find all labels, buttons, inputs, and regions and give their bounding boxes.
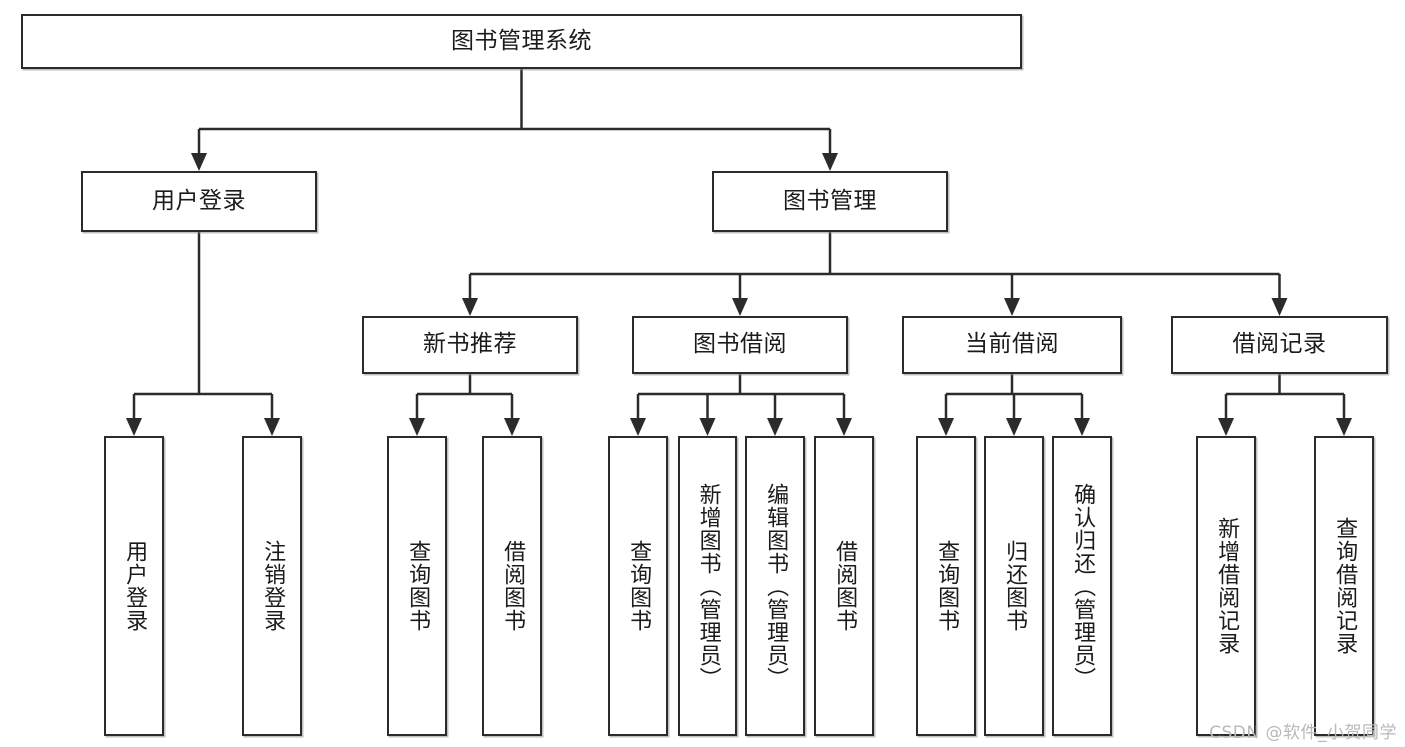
- node-label-l_edit: 编辑图书（管理员）: [763, 482, 789, 690]
- node-box-l_conf[interactable]: 确认归还（管理员）: [1052, 436, 1112, 736]
- node-box-login[interactable]: 用户登录: [81, 171, 317, 232]
- node-box-l_logout[interactable]: 注销登录: [242, 436, 302, 736]
- node-label-wrap-l_qrec: 查询借阅记录: [1316, 438, 1372, 734]
- arrowhead-current-2: [1074, 418, 1090, 436]
- node-box-l_q1[interactable]: 查询图书: [387, 436, 447, 736]
- arrowhead-borrow-3: [836, 418, 852, 436]
- arrowhead-bookmgmt-2: [1004, 298, 1020, 316]
- node-label-l_add: 新增图书（管理员）: [695, 482, 721, 690]
- node-box-l_q2[interactable]: 查询图书: [608, 436, 668, 736]
- node-label-newbook: 新书推荐: [423, 331, 517, 358]
- node-label-wrap-l_b1: 借阅图书: [484, 438, 540, 734]
- arrowhead-bookmgmt-1: [732, 298, 748, 316]
- arrowhead-newbook-0: [409, 418, 425, 436]
- node-label-wrap-l_q3: 查询图书: [918, 438, 974, 734]
- node-label-l_q3: 查询图书: [934, 540, 960, 632]
- node-label-wrap-l_ret: 归还图书: [986, 438, 1042, 734]
- node-label-l_login: 用户登录: [122, 540, 148, 632]
- node-box-l_addrec[interactable]: 新增借阅记录: [1196, 436, 1256, 736]
- node-box-l_qrec[interactable]: 查询借阅记录: [1314, 436, 1374, 736]
- node-box-l_add[interactable]: 新增图书（管理员）: [678, 436, 737, 736]
- node-label-wrap-l_q2: 查询图书: [610, 438, 666, 734]
- node-label-l_q2: 查询图书: [626, 540, 652, 632]
- node-box-record[interactable]: 借阅记录: [1171, 316, 1388, 374]
- node-box-newbook[interactable]: 新书推荐: [362, 316, 578, 374]
- arrowhead-current-0: [938, 418, 954, 436]
- node-box-l_b2[interactable]: 借阅图书: [814, 436, 874, 736]
- node-label-root: 图书管理系统: [451, 27, 592, 54]
- node-label-wrap-l_add: 新增图书（管理员）: [680, 438, 735, 734]
- node-box-current[interactable]: 当前借阅: [902, 316, 1122, 374]
- node-box-l_q3[interactable]: 查询图书: [916, 436, 976, 736]
- arrowhead-newbook-1: [504, 418, 520, 436]
- node-label-record: 借阅记录: [1232, 331, 1327, 358]
- arrowhead-borrow-2: [767, 418, 783, 436]
- arrowhead-borrow-1: [699, 418, 716, 436]
- arrowhead-record-0: [1218, 418, 1234, 436]
- node-label-l_logout: 注销登录: [260, 540, 286, 632]
- node-box-l_b1[interactable]: 借阅图书: [482, 436, 542, 736]
- node-label-wrap-l_addrec: 新增借阅记录: [1198, 438, 1254, 734]
- arrowhead-bookmgmt-3: [1271, 298, 1288, 316]
- csdn-watermark: CSDN @软件_小贺同学: [1209, 723, 1397, 743]
- node-label-borrow: 图书借阅: [693, 331, 787, 358]
- arrowhead-bookmgmt-0: [462, 298, 478, 316]
- node-box-l_ret[interactable]: 归还图书: [984, 436, 1044, 736]
- node-label-current: 当前借阅: [965, 331, 1059, 358]
- arrowhead-login-0: [126, 418, 142, 436]
- node-box-l_login[interactable]: 用户登录: [104, 436, 164, 736]
- arrowhead-root-1: [822, 153, 838, 171]
- node-label-l_b1: 借阅图书: [500, 540, 526, 632]
- node-label-wrap-l_conf: 确认归还（管理员）: [1054, 438, 1110, 734]
- node-label-l_ret: 归还图书: [1002, 540, 1028, 632]
- node-label-wrap-l_b2: 借阅图书: [816, 438, 872, 734]
- node-box-l_edit[interactable]: 编辑图书（管理员）: [745, 436, 805, 736]
- node-label-wrap-l_q1: 查询图书: [389, 438, 445, 734]
- node-box-root[interactable]: 图书管理系统: [21, 14, 1022, 69]
- node-label-wrap-l_login: 用户登录: [106, 438, 162, 734]
- node-label-l_conf: 确认归还（管理员）: [1070, 482, 1096, 690]
- arrowhead-borrow-0: [630, 418, 646, 436]
- node-box-bookmgmt[interactable]: 图书管理: [712, 171, 948, 232]
- arrowhead-root-0: [191, 153, 207, 171]
- node-label-wrap-l_logout: 注销登录: [244, 438, 300, 734]
- arrowhead-record-1: [1336, 418, 1352, 436]
- arrowhead-login-1: [264, 418, 280, 436]
- node-label-l_qrec: 查询借阅记录: [1332, 517, 1358, 655]
- node-label-wrap-l_edit: 编辑图书（管理员）: [747, 438, 803, 734]
- arrowhead-current-1: [1006, 418, 1022, 436]
- node-label-l_q1: 查询图书: [405, 540, 431, 632]
- node-label-l_addrec: 新增借阅记录: [1214, 517, 1240, 655]
- node-box-borrow[interactable]: 图书借阅: [632, 316, 848, 374]
- node-label-login: 用户登录: [152, 187, 246, 214]
- node-label-bookmgmt: 图书管理: [783, 187, 877, 214]
- node-label-l_b2: 借阅图书: [832, 540, 858, 632]
